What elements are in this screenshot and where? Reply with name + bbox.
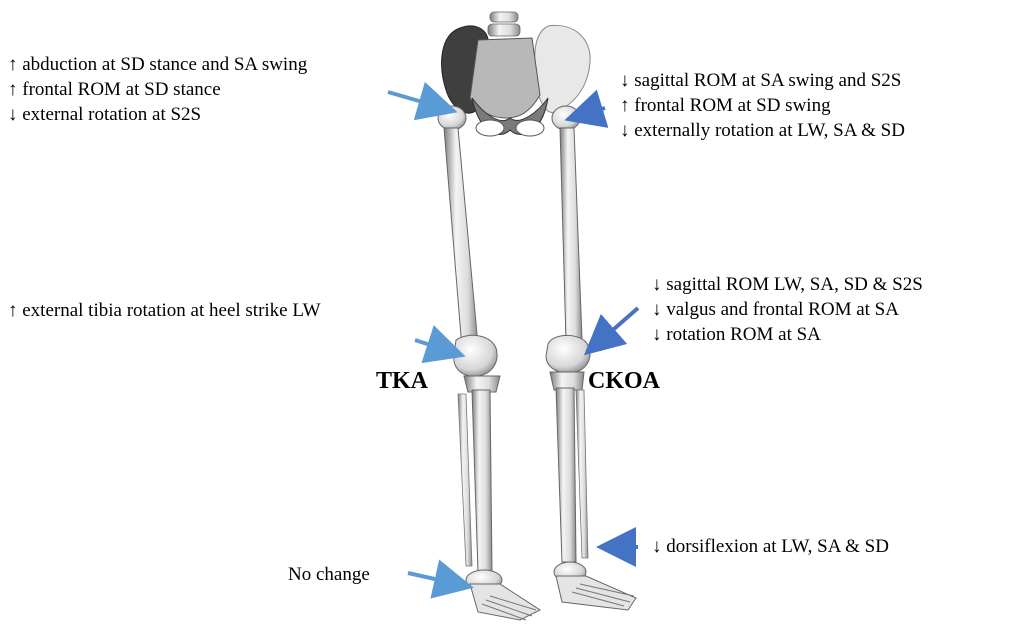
right-femur <box>546 106 590 373</box>
arrow-right-knee <box>590 308 638 350</box>
arrow-left-ankle <box>408 573 466 586</box>
annotation-line: ↓ externally rotation at LW, SA & SD <box>620 118 905 143</box>
right-foot <box>554 562 636 610</box>
annotation-line: No change <box>288 562 370 587</box>
left-lower-leg <box>458 376 500 572</box>
annotation-right-hip: ↓ sagittal ROM at SA swing and S2S ↑ fro… <box>620 68 905 143</box>
annotation-left-hip: ↑ abduction at SD stance and SA swing ↑ … <box>8 52 307 127</box>
annotation-line: ↓ sagittal ROM at SA swing and S2S <box>620 68 905 93</box>
right-lower-leg <box>550 372 588 562</box>
annotation-line: ↓ valgus and frontal ROM at SA <box>652 297 923 322</box>
annotation-line: ↓ external rotation at S2S <box>8 102 307 127</box>
annotation-right-knee: ↓ sagittal ROM LW, SA, SD & S2S ↓ valgus… <box>652 272 923 347</box>
spine <box>488 12 520 36</box>
label-tka: TKA <box>376 368 428 394</box>
label-ckoa: CKOA <box>588 368 660 394</box>
annotation-left-knee: ↑ external tibia rotation at heel strike… <box>8 298 321 323</box>
annotation-line: ↓ dorsiflexion at LW, SA & SD <box>652 534 889 559</box>
annotation-line: ↑ abduction at SD stance and SA swing <box>8 52 307 77</box>
annotation-line: ↓ rotation ROM at SA <box>652 322 923 347</box>
annotation-line: ↑ frontal ROM at SD stance <box>8 77 307 102</box>
arrow-left-knee <box>415 340 458 354</box>
annotation-line: ↑ frontal ROM at SD swing <box>620 93 905 118</box>
arrow-left-hip <box>388 92 450 110</box>
left-foot <box>466 570 540 620</box>
annotation-left-ankle: No change <box>288 562 370 587</box>
annotation-right-ankle: ↓ dorsiflexion at LW, SA & SD <box>652 534 889 559</box>
annotation-arrows <box>388 92 638 586</box>
annotation-line: ↓ sagittal ROM LW, SA, SD & S2S <box>652 272 923 297</box>
annotation-line: ↑ external tibia rotation at heel strike… <box>8 298 321 323</box>
left-femur <box>438 106 497 376</box>
